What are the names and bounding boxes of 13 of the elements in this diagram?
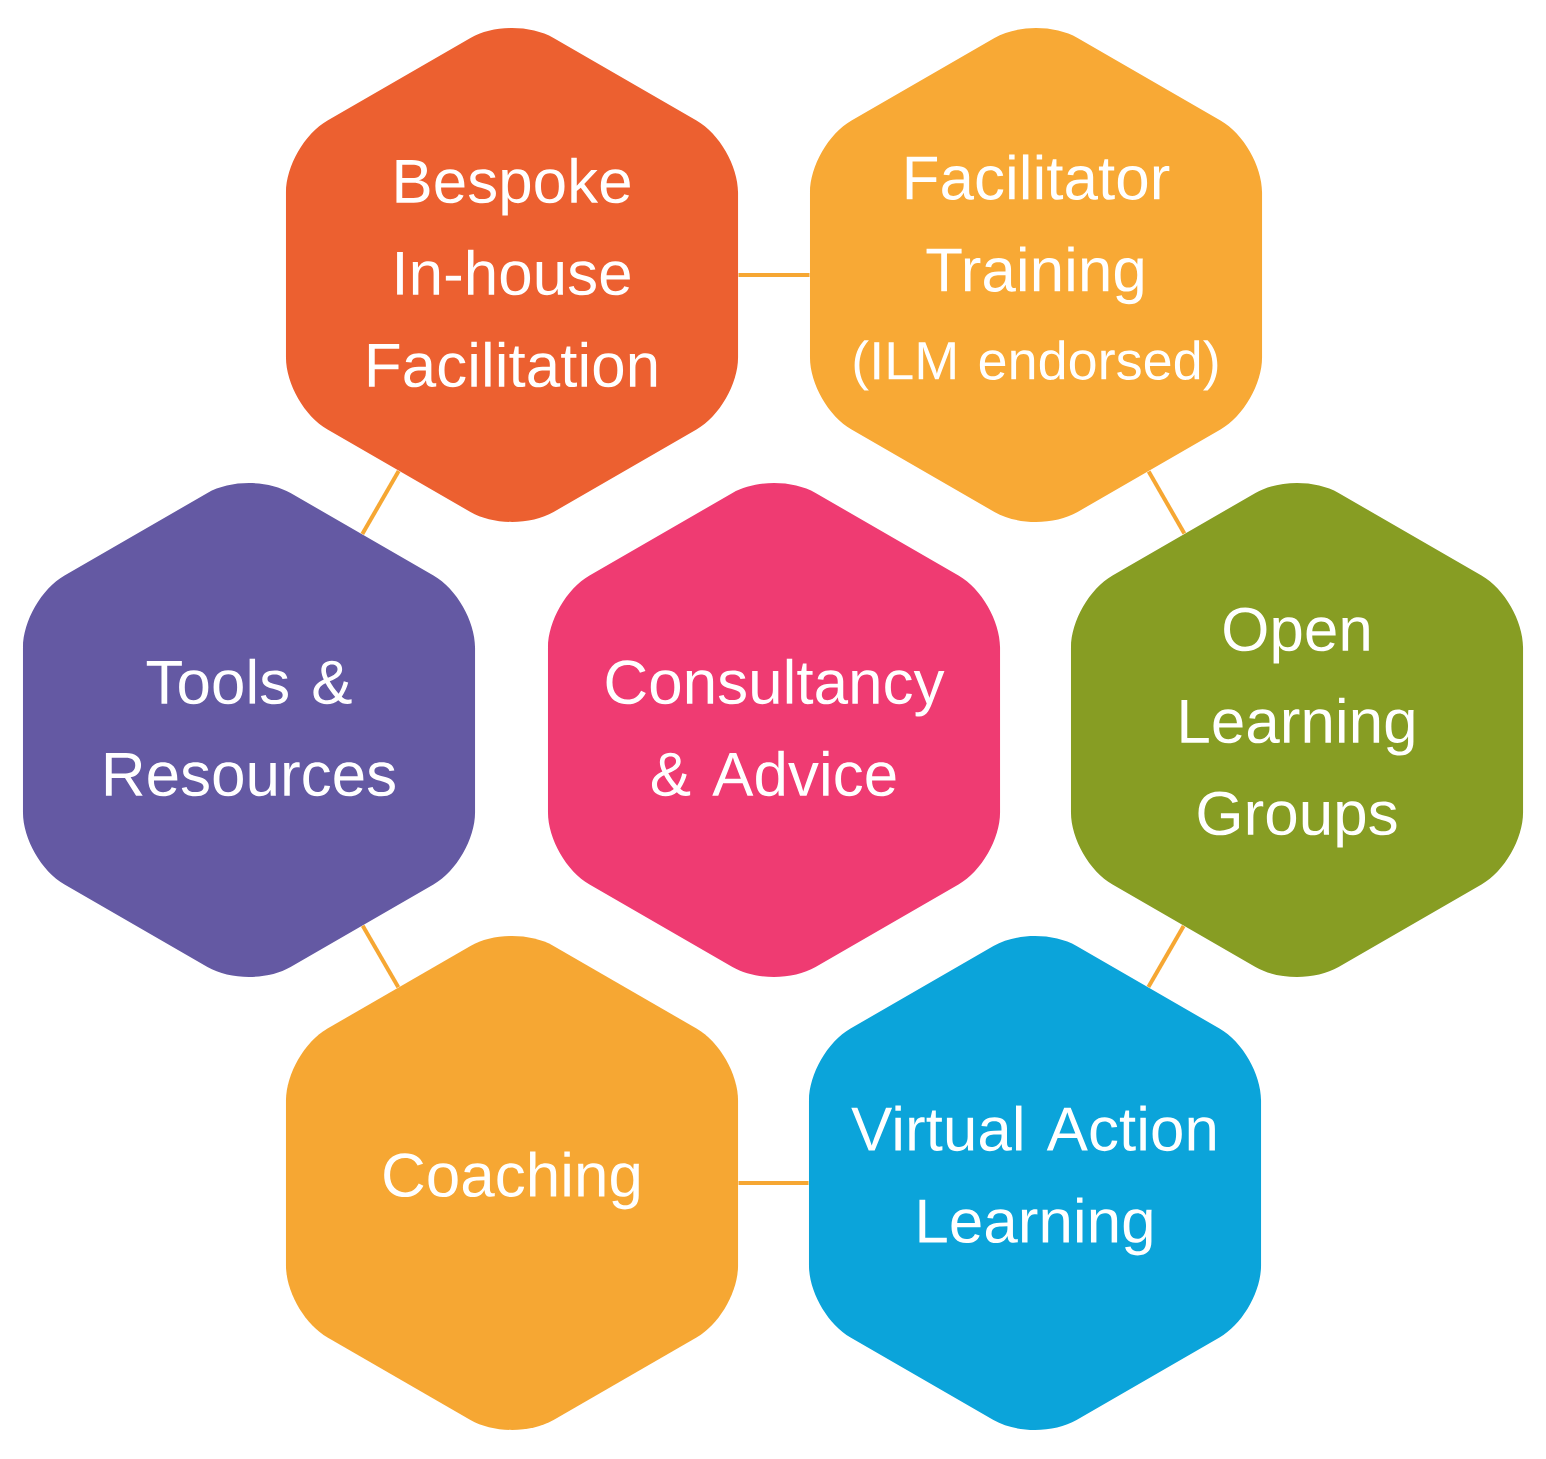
hexagon: Consultancy & Advice — [548, 483, 1001, 977]
hexagon: Open Learning Groups — [1071, 483, 1524, 977]
hexagon: Tools & Resources — [22, 483, 476, 977]
connector-line — [361, 924, 401, 989]
connector-line — [360, 470, 401, 535]
hexagon: Facilitator Training (ILM endorsed) — [810, 28, 1263, 522]
connector-line — [1146, 925, 1186, 988]
connector-line — [738, 273, 810, 277]
hexagon: Bespoke In-house Facilitation — [285, 28, 739, 522]
connector-line — [738, 1181, 809, 1185]
hexagon: Coaching — [285, 936, 739, 1430]
connector-line — [1146, 470, 1187, 535]
hexagon: Virtual Action Learning — [809, 936, 1262, 1430]
